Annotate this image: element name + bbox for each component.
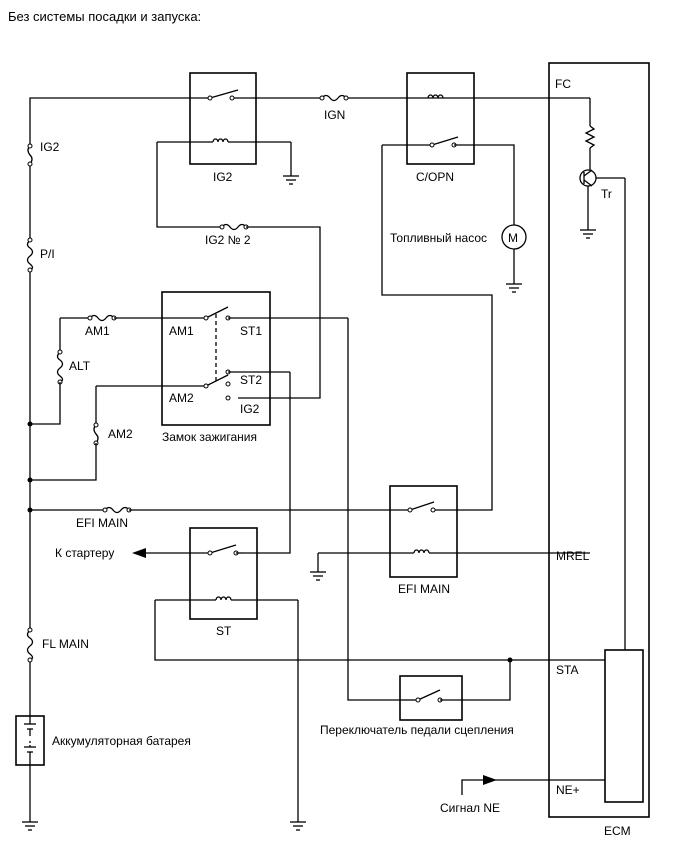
battery-label: Аккумуляторная батарея — [52, 734, 191, 748]
to-starter-label: К стартеру — [55, 546, 114, 560]
am1-fuse-label: AM1 — [85, 324, 110, 338]
ecm-tr-label: Tr — [601, 187, 612, 201]
st2-wire — [243, 372, 291, 554]
ne-signal: Сигнал NE — [440, 775, 590, 815]
efi-main-ground-icon — [310, 553, 326, 581]
ecm-label: ECM — [604, 824, 631, 838]
efi-main-fuse: EFI MAIN — [27, 506, 410, 530]
am2-fuse-label: AM2 — [108, 427, 133, 441]
alt-fuse: ALT — [27, 318, 91, 427]
efi-main-relay: EFI MAIN — [318, 485, 590, 596]
ig2-fuse-label: IG2 — [40, 140, 60, 154]
battery: Аккумуляторная батарея — [15, 715, 191, 766]
main-bus — [29, 97, 590, 822]
ig2-no2-fuse-label: IG2 № 2 — [205, 233, 251, 247]
motor-symbol: M — [508, 231, 518, 245]
ig2-relay-label: IG2 — [213, 170, 233, 184]
switch-st2-label: ST2 — [240, 373, 262, 387]
fuel-pump: M Топливный насос — [390, 224, 527, 293]
efi-main-relay-label: EFI MAIN — [398, 582, 450, 596]
efi-main-fuse-label: EFI MAIN — [76, 516, 128, 530]
st1-wire — [347, 318, 402, 701]
ign-fuse-label: IGN — [324, 108, 345, 122]
ignition-switch: AM1 AM2 ST1 ST2 IG2 Замок зажигания — [60, 291, 348, 444]
copn-to-efi-wire — [381, 145, 493, 511]
ig2-no2-fuse: IG2 № 2 — [156, 142, 321, 399]
pi-fuse: P/I — [26, 237, 55, 273]
switch-am2-label: AM2 — [169, 391, 194, 405]
ign-fuse: IGN — [319, 94, 349, 122]
ig2-relay: IG2 — [157, 72, 291, 184]
pi-fuse-label: P/I — [40, 247, 55, 261]
clutch-switch: Переключатель педали сцепления — [320, 657, 514, 737]
fl-main-fuse: FL MAIN — [26, 627, 89, 663]
clutch-switch-label: Переключатель педали сцепления — [320, 723, 514, 737]
diagram-title: Без системы посадки и запуска: — [8, 9, 201, 24]
ignition-switch-label: Замок зажигания — [162, 430, 257, 444]
ne-signal-label: Сигнал NE — [440, 801, 500, 815]
copn-relay: C/OPN — [382, 72, 475, 184]
ecm-ne-label: NE+ — [556, 783, 580, 797]
battery-ground-icon — [22, 821, 38, 831]
ig2-fuse: IG2 — [27, 140, 60, 167]
ecm-mrel-label: MREL — [556, 549, 590, 563]
copn-to-pump-wire — [454, 144, 515, 225]
copn-relay-label: C/OPN — [416, 170, 454, 184]
alt-fuse-label: ALT — [69, 359, 91, 373]
fuel-pump-label: Топливный насос — [390, 231, 487, 245]
switch-st1-label: ST1 — [240, 324, 262, 338]
to-starter-arrow-icon — [132, 548, 146, 558]
fl-main-fuse-label: FL MAIN — [42, 637, 89, 651]
ecm-fc-label: FC — [555, 77, 571, 91]
st-relay: ST — [145, 527, 298, 638]
switch-ig2-label: IG2 — [240, 402, 260, 416]
ig2-relay-ground-icon — [283, 142, 299, 185]
st-relay-label: ST — [216, 624, 232, 638]
switch-am1-label: AM1 — [169, 324, 194, 338]
ecm: ECM FC MREL STA NE+ Tr — [548, 62, 650, 838]
ecm-sta-label: STA — [556, 663, 578, 677]
st-coil-sta-wire — [154, 600, 590, 661]
st-relay-ground-icon — [290, 821, 306, 831]
am2-fuse: AM2 — [27, 386, 133, 483]
